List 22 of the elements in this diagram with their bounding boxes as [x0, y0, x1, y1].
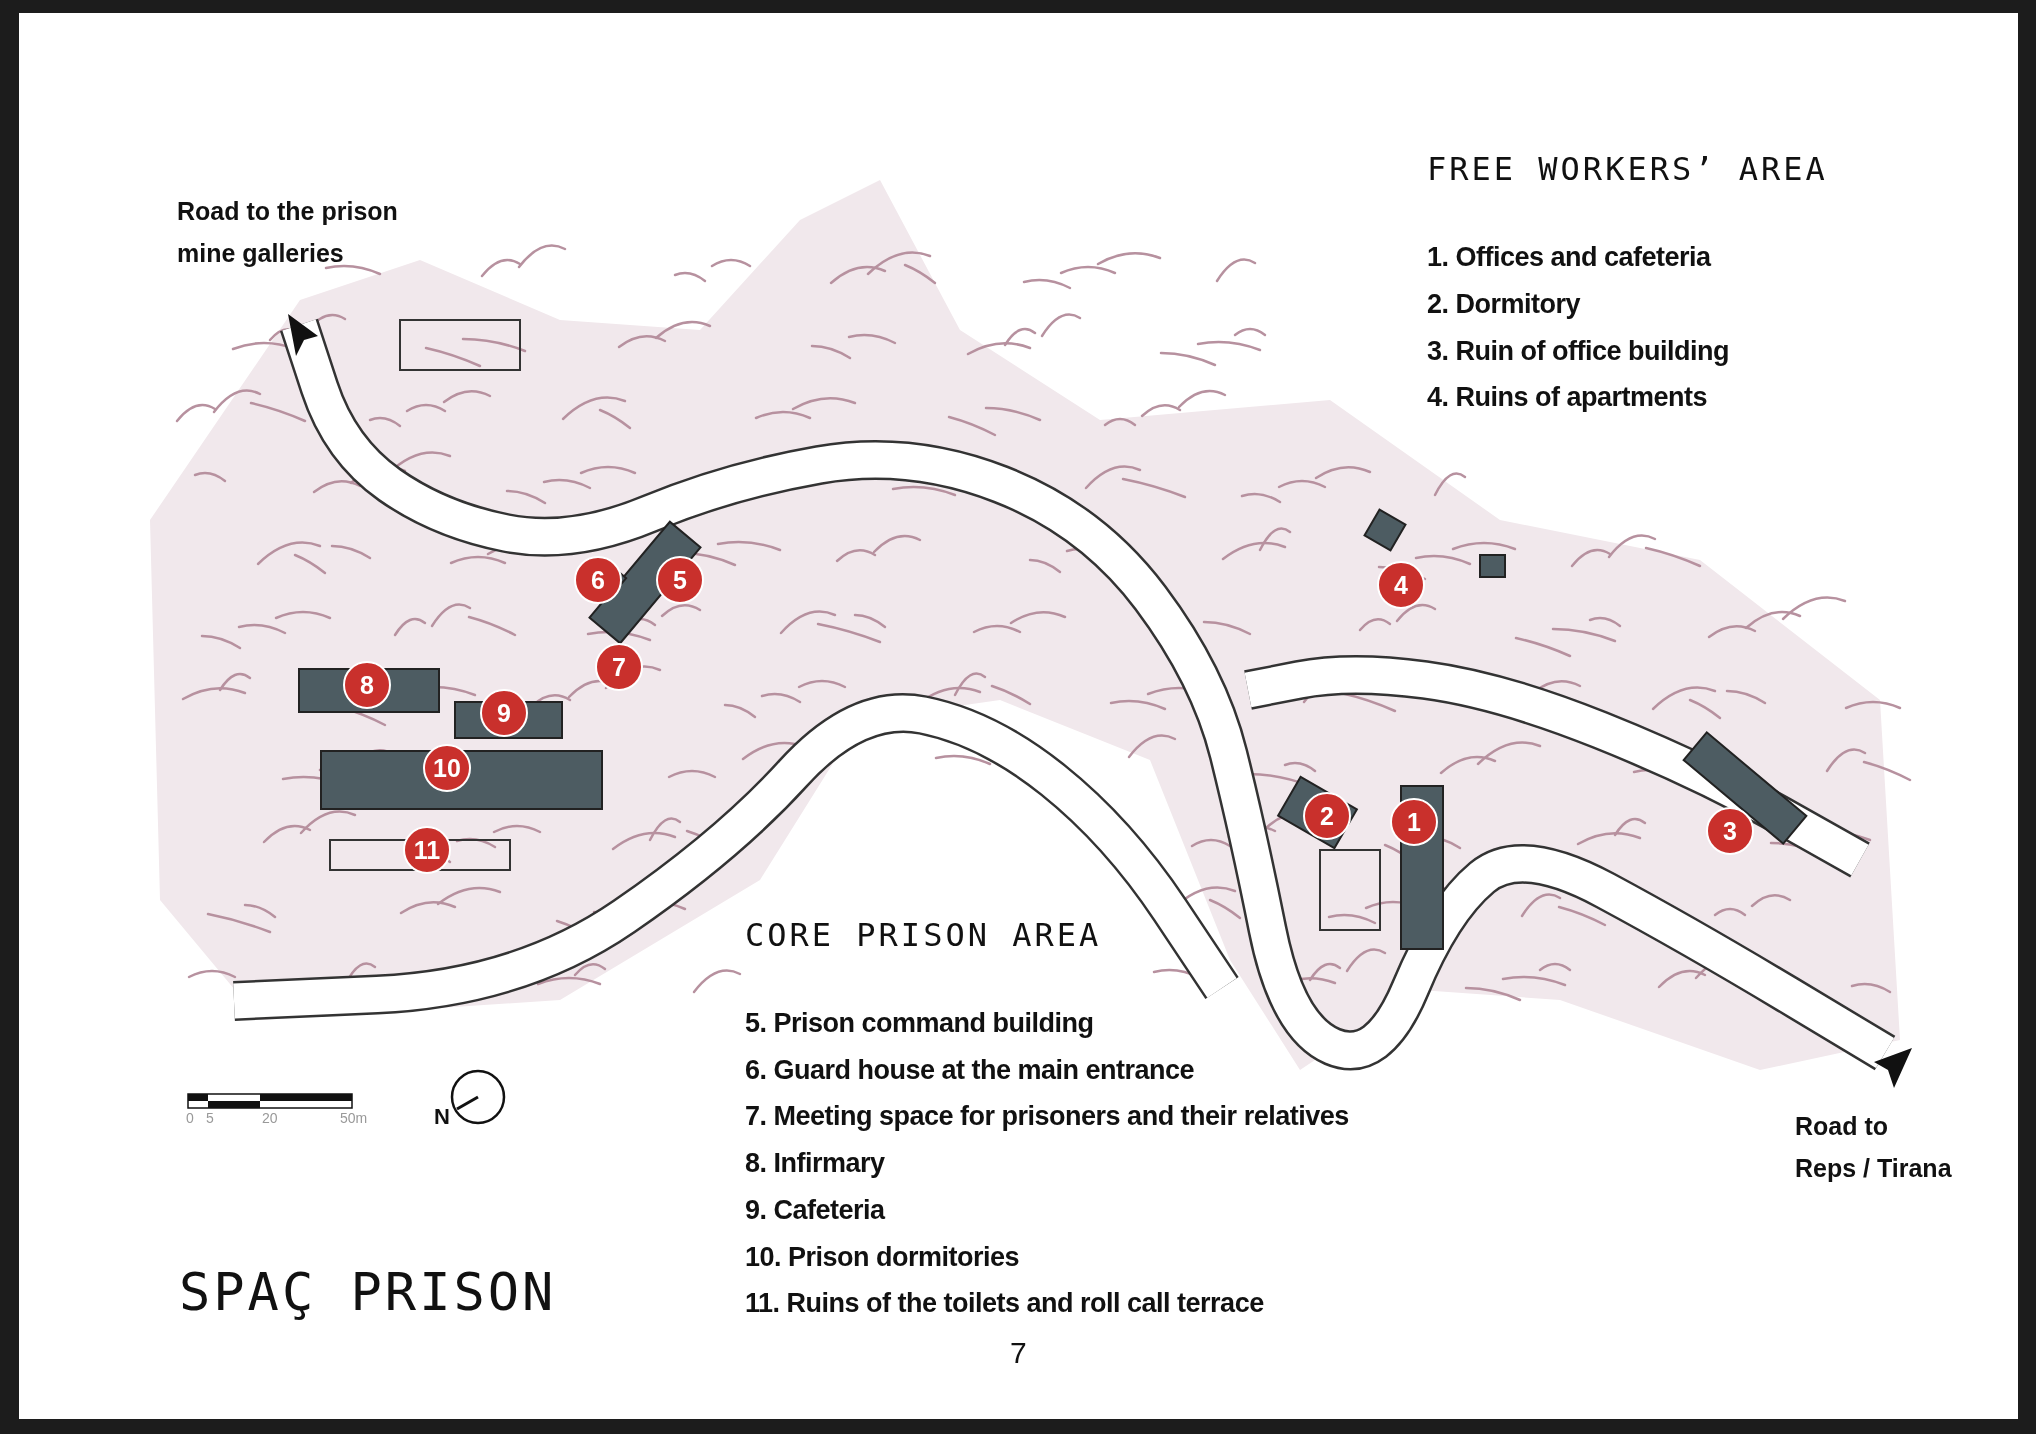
legend-item: 2. Dormitory [1427, 289, 1581, 320]
road-label: Road to Reps / Tirana [1795, 1111, 1953, 1184]
scale-label: 5 [206, 1110, 214, 1126]
area-heading: CORE PRISON AREA [745, 916, 1102, 954]
scale-label: 50m [340, 1110, 368, 1126]
legend-item: 10. Prison dormitories [745, 1242, 1020, 1273]
legend-item: 9. Cafeteria [745, 1195, 885, 1226]
legend-item: 8. Infirmary [745, 1148, 885, 1179]
legend-item: 7. Meeting space for prisoners and their relatives [745, 1101, 1349, 1132]
road-label: Road to the prison mine galleries [177, 196, 399, 269]
scale-label: 20 [262, 1110, 278, 1126]
north-label: N [434, 1104, 450, 1130]
legend-item: 11. Ruins of the toilets and roll call terrace [745, 1288, 1264, 1319]
legend-item: 3. Ruin of office building [1427, 336, 1729, 367]
legend-item: 5. Prison command building [745, 1008, 1094, 1039]
legend-item: 1. Offices and cafeteria [1427, 242, 1711, 273]
area-heading: FREE WORKERS’ AREA [1427, 150, 1828, 188]
map-title: SPAÇ PRISON [179, 1262, 557, 1322]
legend-item: 4. Ruins of apartments [1427, 382, 1708, 413]
scale-label: 0 [186, 1110, 194, 1126]
page-number: 7 [1010, 1336, 1027, 1370]
legend-item: 6. Guard house at the main entrance [745, 1055, 1195, 1086]
